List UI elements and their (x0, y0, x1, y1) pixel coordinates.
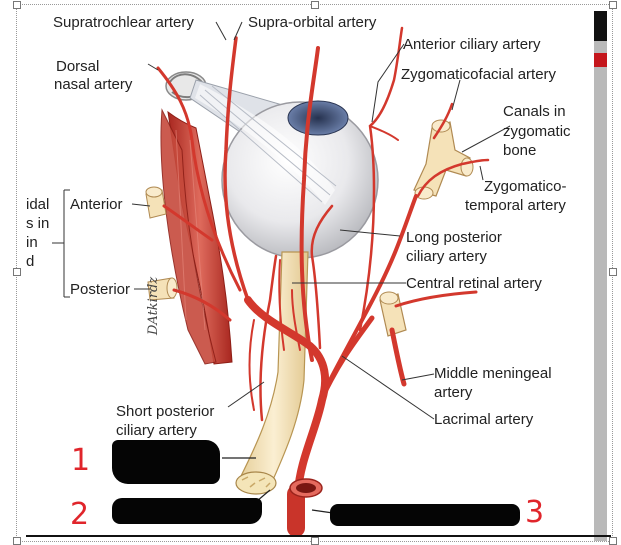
annotation-number-1: 1 (71, 443, 91, 478)
label-canals-line1: Canals in (503, 103, 566, 120)
redaction-label-1 (112, 440, 220, 484)
resize-handle-middle-left[interactable] (13, 268, 21, 276)
ethmoidal-canals (145, 186, 178, 301)
label-supratrochlear-artery: Supratrochlear artery (53, 14, 194, 31)
label-short-posterior-line1: Short posterior (116, 403, 215, 420)
illustrator-signature: DAtkirdz (146, 276, 161, 335)
resize-handle-middle-right[interactable] (609, 268, 617, 276)
label-posterior: Posterior (70, 281, 131, 298)
label-zygomaticofacial-artery: Zygomaticofacial artery (401, 66, 557, 83)
label-dorsal-nasal-line1: Dorsal (56, 58, 100, 75)
label-zygomaticotemporal-line2: temporal artery (465, 197, 566, 214)
label-anterior: Anterior (70, 196, 123, 213)
label-canals-line2: zygomatic (503, 123, 571, 140)
resize-handle-top-left[interactable] (13, 1, 21, 9)
internal-carotid-lumen (296, 483, 316, 493)
optic-nerve (235, 251, 309, 495)
artery-branches (156, 26, 490, 537)
leader-lines (52, 21, 511, 420)
adjacent-page-red-block (594, 53, 607, 67)
resize-handle-bottom-center[interactable] (311, 537, 319, 545)
annotation-number-2: 2 (70, 497, 90, 532)
redaction-label-2 (112, 498, 262, 524)
label-anterior-ciliary-artery: Anterior ciliary artery (403, 36, 541, 53)
label-supraorbital-artery: Supra-orbital artery (248, 14, 377, 31)
resize-handle-top-center[interactable] (311, 1, 319, 9)
label-short-posterior-line2: ciliary artery (116, 422, 197, 439)
bottom-border-line (26, 535, 611, 537)
label-central-retinal-artery: Central retinal artery (406, 275, 542, 292)
label-dorsal-nasal-line2: nasal artery (54, 76, 133, 93)
label-cut-line3: in (26, 234, 38, 251)
resize-handle-bottom-right[interactable] (609, 537, 617, 545)
adjacent-page-dark-block (594, 11, 607, 41)
label-zygomaticotemporal-line1: Zygomatico- (484, 178, 567, 195)
label-cut-line4: d (26, 253, 35, 270)
label-lacrimal-artery: Lacrimal artery (434, 411, 534, 428)
superior-oblique-muscle (160, 108, 233, 365)
adjacent-page-strip (594, 11, 607, 541)
label-middle-meningeal-line2: artery (434, 384, 473, 401)
label-canals-line3: bone (503, 142, 537, 159)
label-long-posterior-line2: ciliary artery (406, 248, 487, 265)
resize-handle-top-right[interactable] (609, 1, 617, 9)
label-middle-meningeal-line1: Middle meningeal (434, 365, 552, 382)
resize-handle-bottom-left[interactable] (13, 537, 21, 545)
label-cut-line2: s in (26, 215, 50, 232)
annotation-number-3: 3 (525, 495, 545, 530)
redaction-label-3 (330, 504, 520, 526)
eyeball (195, 84, 379, 259)
label-long-posterior-line1: Long posterior (406, 229, 502, 246)
label-cut-line1: idal (26, 196, 50, 213)
